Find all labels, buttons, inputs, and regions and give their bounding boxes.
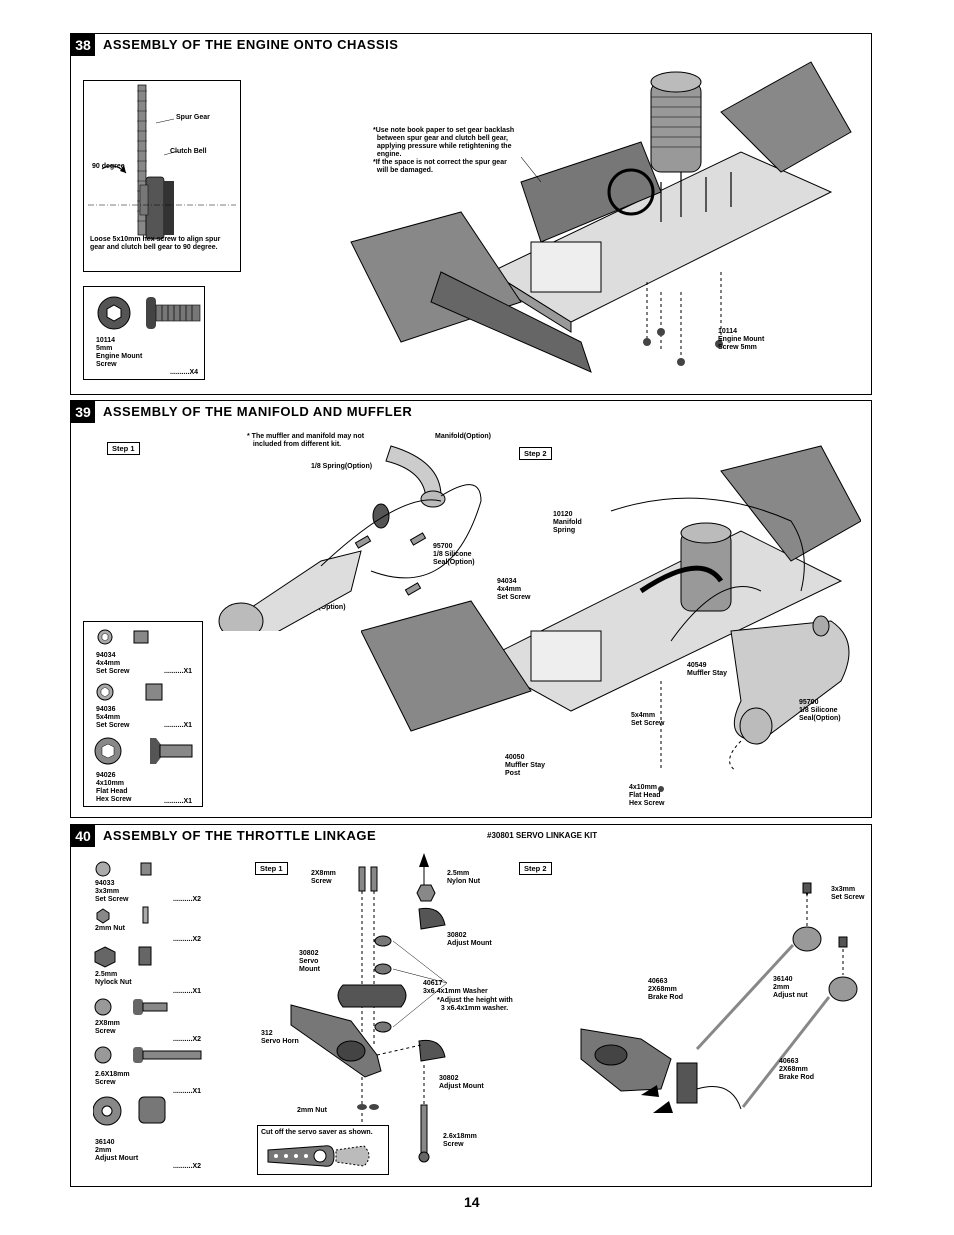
step2-chassis-illustration xyxy=(361,445,861,792)
step1-muffler-illustration xyxy=(218,445,482,631)
silicone-seal-left-label: 95700 1/8 Silicone Seal(Option) xyxy=(433,543,475,566)
set-screw-label: 94034 4x4mm Set Screw xyxy=(497,578,531,601)
engine-mount-screw-callout: 10114 Engine Mount Screw 5mm xyxy=(718,328,765,351)
section-39: 39 ASSEMBLY OF THE MANIFOLD AND MUFFLER … xyxy=(70,400,872,818)
flat-head-screw-icon xyxy=(94,737,193,765)
part-qty: ..........X1 xyxy=(164,722,193,729)
step-1-tag: Step 1 xyxy=(255,862,288,875)
page-number: 14 xyxy=(464,1194,480,1210)
servo-mount-callout: 30802 Servo Mount xyxy=(299,950,320,973)
adjust-mount-callout-1: 30802 Adjust Mount xyxy=(447,932,492,947)
flat-head-screw-label: 4x10mm Flat Head Hex Screw xyxy=(629,784,665,807)
part-qty: ..........X2 xyxy=(173,936,202,943)
servo-saver-cut-illustration xyxy=(267,1145,370,1167)
adjust-mount-callout-2: 30802 Adjust Mount xyxy=(439,1075,484,1090)
set-screw-3x3-callout: 3x3mm Set Screw xyxy=(831,886,865,901)
clutch-bell-label: Clutch Bell xyxy=(170,148,207,155)
backlash-note: *Use note book paper to set gear backlas… xyxy=(373,127,515,174)
part-qty: ..........X1 xyxy=(173,988,202,995)
muffler-stay-label: 40549 Muffler Stay xyxy=(687,662,728,677)
part-label: 94036 5x4mm Set Screw xyxy=(96,706,130,729)
section-title: ASSEMBLY OF THE MANIFOLD AND MUFFLER xyxy=(103,404,413,419)
part-code: 10114 xyxy=(96,337,116,344)
nut-2mm-callout: 2mm Nut xyxy=(297,1107,327,1114)
cut-note: Cut off the servo saver as shown. xyxy=(261,1129,373,1136)
part-label: 94026 4x10mm Flat Head Hex Screw xyxy=(96,772,132,803)
step-number: 39 xyxy=(71,401,95,423)
part-label: 94033 3x3mm Set Screw xyxy=(95,880,129,903)
kit-label: #30801 SERVO LINKAGE KIT xyxy=(487,831,598,840)
angle-label: 90 degree xyxy=(92,163,125,170)
set-screw-5x4-icon xyxy=(96,683,163,701)
part-size: 5mm xyxy=(96,345,113,352)
screw-2x8-callout: 2X8mm Screw xyxy=(311,870,336,885)
engine-mount-screw-icon xyxy=(146,297,201,329)
step-2-tag: Step 2 xyxy=(519,862,552,875)
step-number: 40 xyxy=(71,825,95,847)
section-40: 40 ASSEMBLY OF THE THROTTLE LINKAGE #308… xyxy=(70,824,872,1187)
step-1-tag: Step 1 xyxy=(107,442,140,455)
manifold-spring-label: 10120 Manifold Spring xyxy=(553,511,582,534)
screw-26x18-callout: 2.6x18mm Screw xyxy=(443,1133,477,1148)
set-screw-4x4-icon xyxy=(97,629,149,645)
chassis-engine-illustration xyxy=(350,61,852,373)
part-qty: ..........X2 xyxy=(173,1036,202,1043)
part-label: 36140 2mm Adjust Mourt xyxy=(95,1139,139,1162)
gear-alignment-box: Spur Gear Clutch Bell 90 degree Loose 5x… xyxy=(83,80,241,272)
brake-rod-callout-1: 40663 2X68mm Brake Rod xyxy=(648,978,684,1001)
brake-rod-callout-2: 40663 2X68mm Brake Rod xyxy=(779,1058,815,1081)
silicone-seal-right-label: 95700 1/8 Silicone Seal(Option) xyxy=(799,699,841,722)
part-label: 2.5mm Nylock Nut xyxy=(95,971,132,986)
manifold-label: Manifold(Option) xyxy=(435,433,491,440)
gear-alignment-illustration xyxy=(88,84,236,240)
part-qty: ..........X1 xyxy=(164,668,193,675)
parts-list-box: 10114 5mm Engine Mount Screw ..........X… xyxy=(83,286,205,380)
step-2-tag: Step 2 xyxy=(519,447,552,460)
cut-servo-saver-box: Cut off the servo saver as shown. xyxy=(257,1125,389,1175)
part-label: 94034 4x4mm Set Screw xyxy=(96,652,130,675)
part-qty: ..........X1 xyxy=(173,1088,202,1095)
spur-gear-label: Spur Gear xyxy=(176,114,210,121)
loosen-note: Loose 5x10mm hex screw to align spur gea… xyxy=(90,236,221,251)
hex-socket-icon xyxy=(97,296,131,330)
section-38: 38 ASSEMBLY OF THE ENGINE ONTO CHASSIS xyxy=(70,33,872,395)
part-label: 2.6X18mm Screw xyxy=(95,1071,130,1086)
parts-list-box: 94034 4x4mm Set Screw ..........X1 94036… xyxy=(83,621,203,807)
step-number: 38 xyxy=(71,34,95,56)
part-qty: ..........X4 xyxy=(170,369,199,376)
spring-label: 1/8 Spring(Option) xyxy=(311,463,373,470)
part-qty: ..........X1 xyxy=(164,798,193,805)
section-title: ASSEMBLY OF THE THROTTLE LINKAGE xyxy=(103,828,377,843)
step2-brake-rod-illustration xyxy=(580,882,858,1113)
part-name: Engine Mount Screw xyxy=(96,353,143,368)
part-label: 2mm Nut xyxy=(95,925,125,932)
adjust-nut-callout: 36140 2mm Adjust nut xyxy=(773,976,808,999)
muffler-stay-post-label: 40050 Muffler Stay Post xyxy=(505,754,546,777)
washer-callout: 40617 3x6.4x1mm Washer xyxy=(423,980,488,995)
part-qty: ..........X2 xyxy=(173,896,202,903)
nylon-nut-callout: 2.5mm Nylon Nut xyxy=(447,870,481,885)
part-label: 2X8mm Screw xyxy=(95,1020,120,1035)
washer-note: *Adjust the height with 3 x6.4x1mm washe… xyxy=(437,997,513,1012)
servo-horn-callout: 312 Servo Horn xyxy=(261,1030,299,1045)
part-qty: ..........X2 xyxy=(173,1163,202,1170)
set-screw-5x4-label: 5x4mm Set Screw xyxy=(631,712,665,727)
section-title: ASSEMBLY OF THE ENGINE ONTO CHASSIS xyxy=(103,37,399,52)
step1-linkage-illustration xyxy=(290,853,448,1163)
parts-column-icons xyxy=(93,861,202,1126)
warning-note: * The muffler and manifold may not inclu… xyxy=(247,433,365,448)
